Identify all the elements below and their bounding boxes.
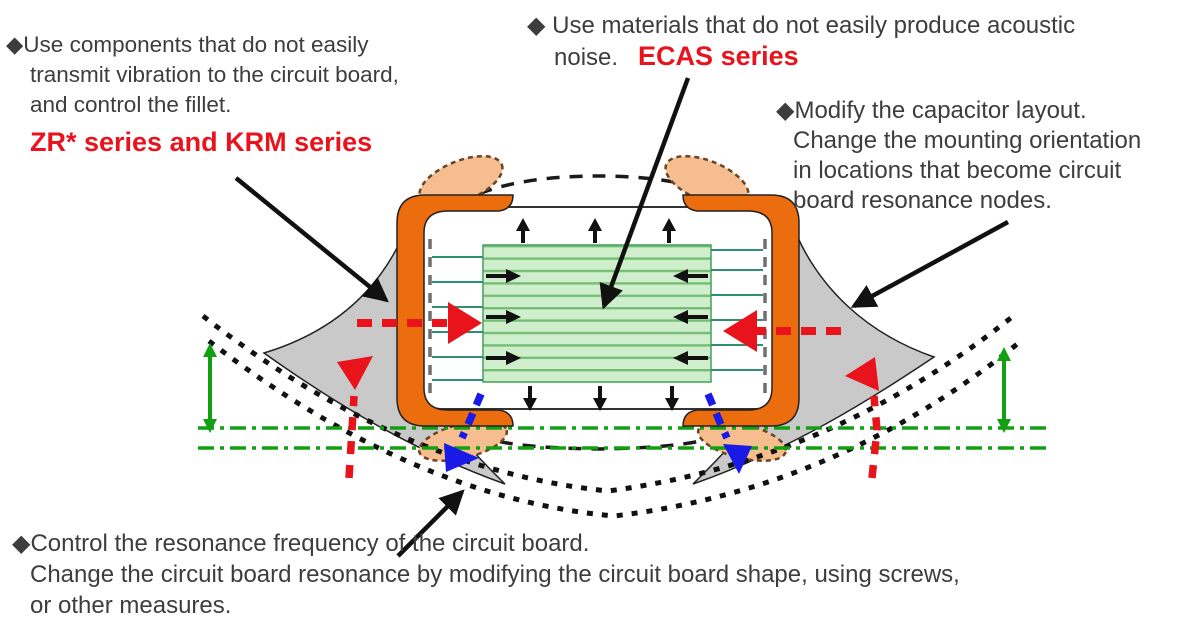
pointer-line-layout <box>850 220 1010 308</box>
pointer-line-fillet <box>234 176 389 303</box>
vibration-arrows <box>486 218 708 411</box>
pcb-top-surface-line <box>201 311 1019 494</box>
note-materials: ◆ Use materials that do not easily produ… <box>527 10 1075 73</box>
deformed-body-ghost-lines <box>428 239 767 397</box>
zr-krm-series-label: ZR* series and KRM series <box>30 127 373 157</box>
pointer-line-board <box>396 489 465 558</box>
note-layout-line1: ◆Modify the capacitor layout. <box>776 97 1087 124</box>
expansion-force-arrow-right <box>723 310 841 352</box>
displacement-arrow-left <box>203 343 217 433</box>
ecas-series-label: ECAS series <box>638 41 799 71</box>
internal-electrode-leads <box>432 249 763 381</box>
note-layout-line2: Change the mounting orientation <box>793 127 1142 154</box>
bending-force-arrow-left <box>337 356 373 479</box>
note-materials-line1: ◆ Use materials that do not easily produ… <box>527 12 1076 39</box>
bending-force-arrow-right <box>845 357 881 479</box>
terminal-electrode-left <box>396 194 514 427</box>
resonance-node-lines <box>198 426 1046 450</box>
note-components: ◆Use components that do not easily trans… <box>6 30 399 157</box>
annotation-pointer-arrows <box>234 77 1010 558</box>
note-resonance: ◆Control the resonance frequency of the … <box>12 528 960 621</box>
note-materials-noise: noise. <box>554 44 619 71</box>
stress-arrow-left <box>444 392 485 472</box>
internal-electrode-stack <box>482 244 712 383</box>
note-components-line3: and control the fillet. <box>30 92 232 117</box>
note-resonance-line2: Change the circuit board resonance by mo… <box>30 561 960 588</box>
note-layout-line3: in locations that become circuit <box>793 157 1122 184</box>
displacement-arrow-right <box>997 347 1011 433</box>
stress-arrow-right <box>704 392 752 474</box>
note-components-line1: ◆Use components that do not easily <box>6 32 369 57</box>
note-resonance-line3: or other measures. <box>30 592 232 619</box>
note-materials-line2: noise. ECAS series <box>527 41 1075 73</box>
terminal-electrode-right <box>682 194 800 427</box>
note-resonance-line1: ◆Control the resonance frequency of the … <box>12 530 590 557</box>
pointer-line-ecas <box>599 77 691 310</box>
note-layout: ◆Modify the capacitor layout. Change the… <box>776 96 1141 216</box>
note-components-line2: transmit vibration to the circuit board, <box>30 62 399 87</box>
note-layout-line4: board resonance nodes. <box>793 187 1052 214</box>
expansion-force-arrow-left <box>357 302 482 344</box>
